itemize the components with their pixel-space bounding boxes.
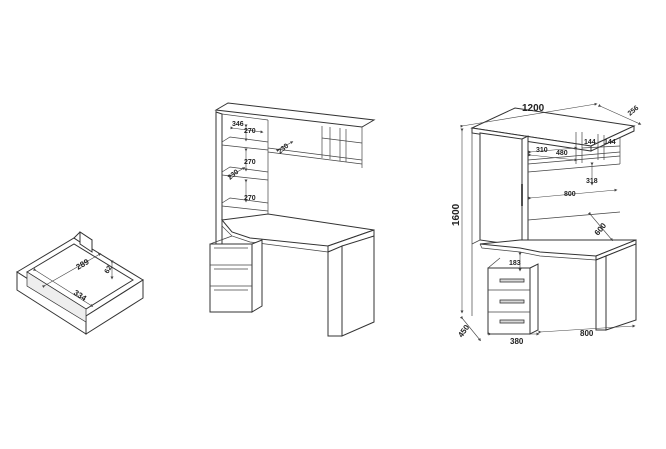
shelf-height-3-label: 270	[244, 195, 256, 202]
base-depth-label: 450	[456, 323, 471, 340]
desk-depth-label: 600	[593, 221, 609, 237]
overall-height-label: 1600	[451, 203, 462, 226]
overall-width-label: 1200	[522, 103, 545, 114]
hutch-144a-label: 144	[584, 139, 596, 146]
hutch-318-label: 318	[586, 178, 598, 185]
pedestal-width-label: 380	[510, 337, 524, 346]
drawer-side-face	[85, 279, 144, 335]
shelf-height-2-label: 270	[244, 159, 256, 166]
desk-interior-figure: 346 270 270 270 230 230	[209, 102, 376, 337]
drawer-figure: 334 289 62	[16, 231, 144, 335]
shelf-depth-label: 230	[227, 169, 241, 182]
shelf-width-label: 346	[232, 121, 244, 128]
hutch-310-label: 310	[536, 147, 548, 154]
drawer-183-label: 183	[509, 260, 521, 267]
shelf-height-1-label: 270	[244, 128, 256, 135]
hutch-480-label: 480	[556, 150, 568, 157]
hutch-144b-label: 144	[604, 139, 616, 146]
hutch-depth-label: 230	[277, 143, 291, 156]
drawer-height-label: 62	[104, 265, 114, 275]
top-depth-label: 256	[627, 105, 641, 118]
knee-width-label: 800	[580, 329, 594, 338]
desk-overall-figure: 1200 256 1600 450 600 380 800 800 310 48…	[451, 102, 642, 346]
inner-shelf-width-label: 800	[564, 191, 576, 198]
drawer-width-dim-line	[41, 253, 102, 289]
